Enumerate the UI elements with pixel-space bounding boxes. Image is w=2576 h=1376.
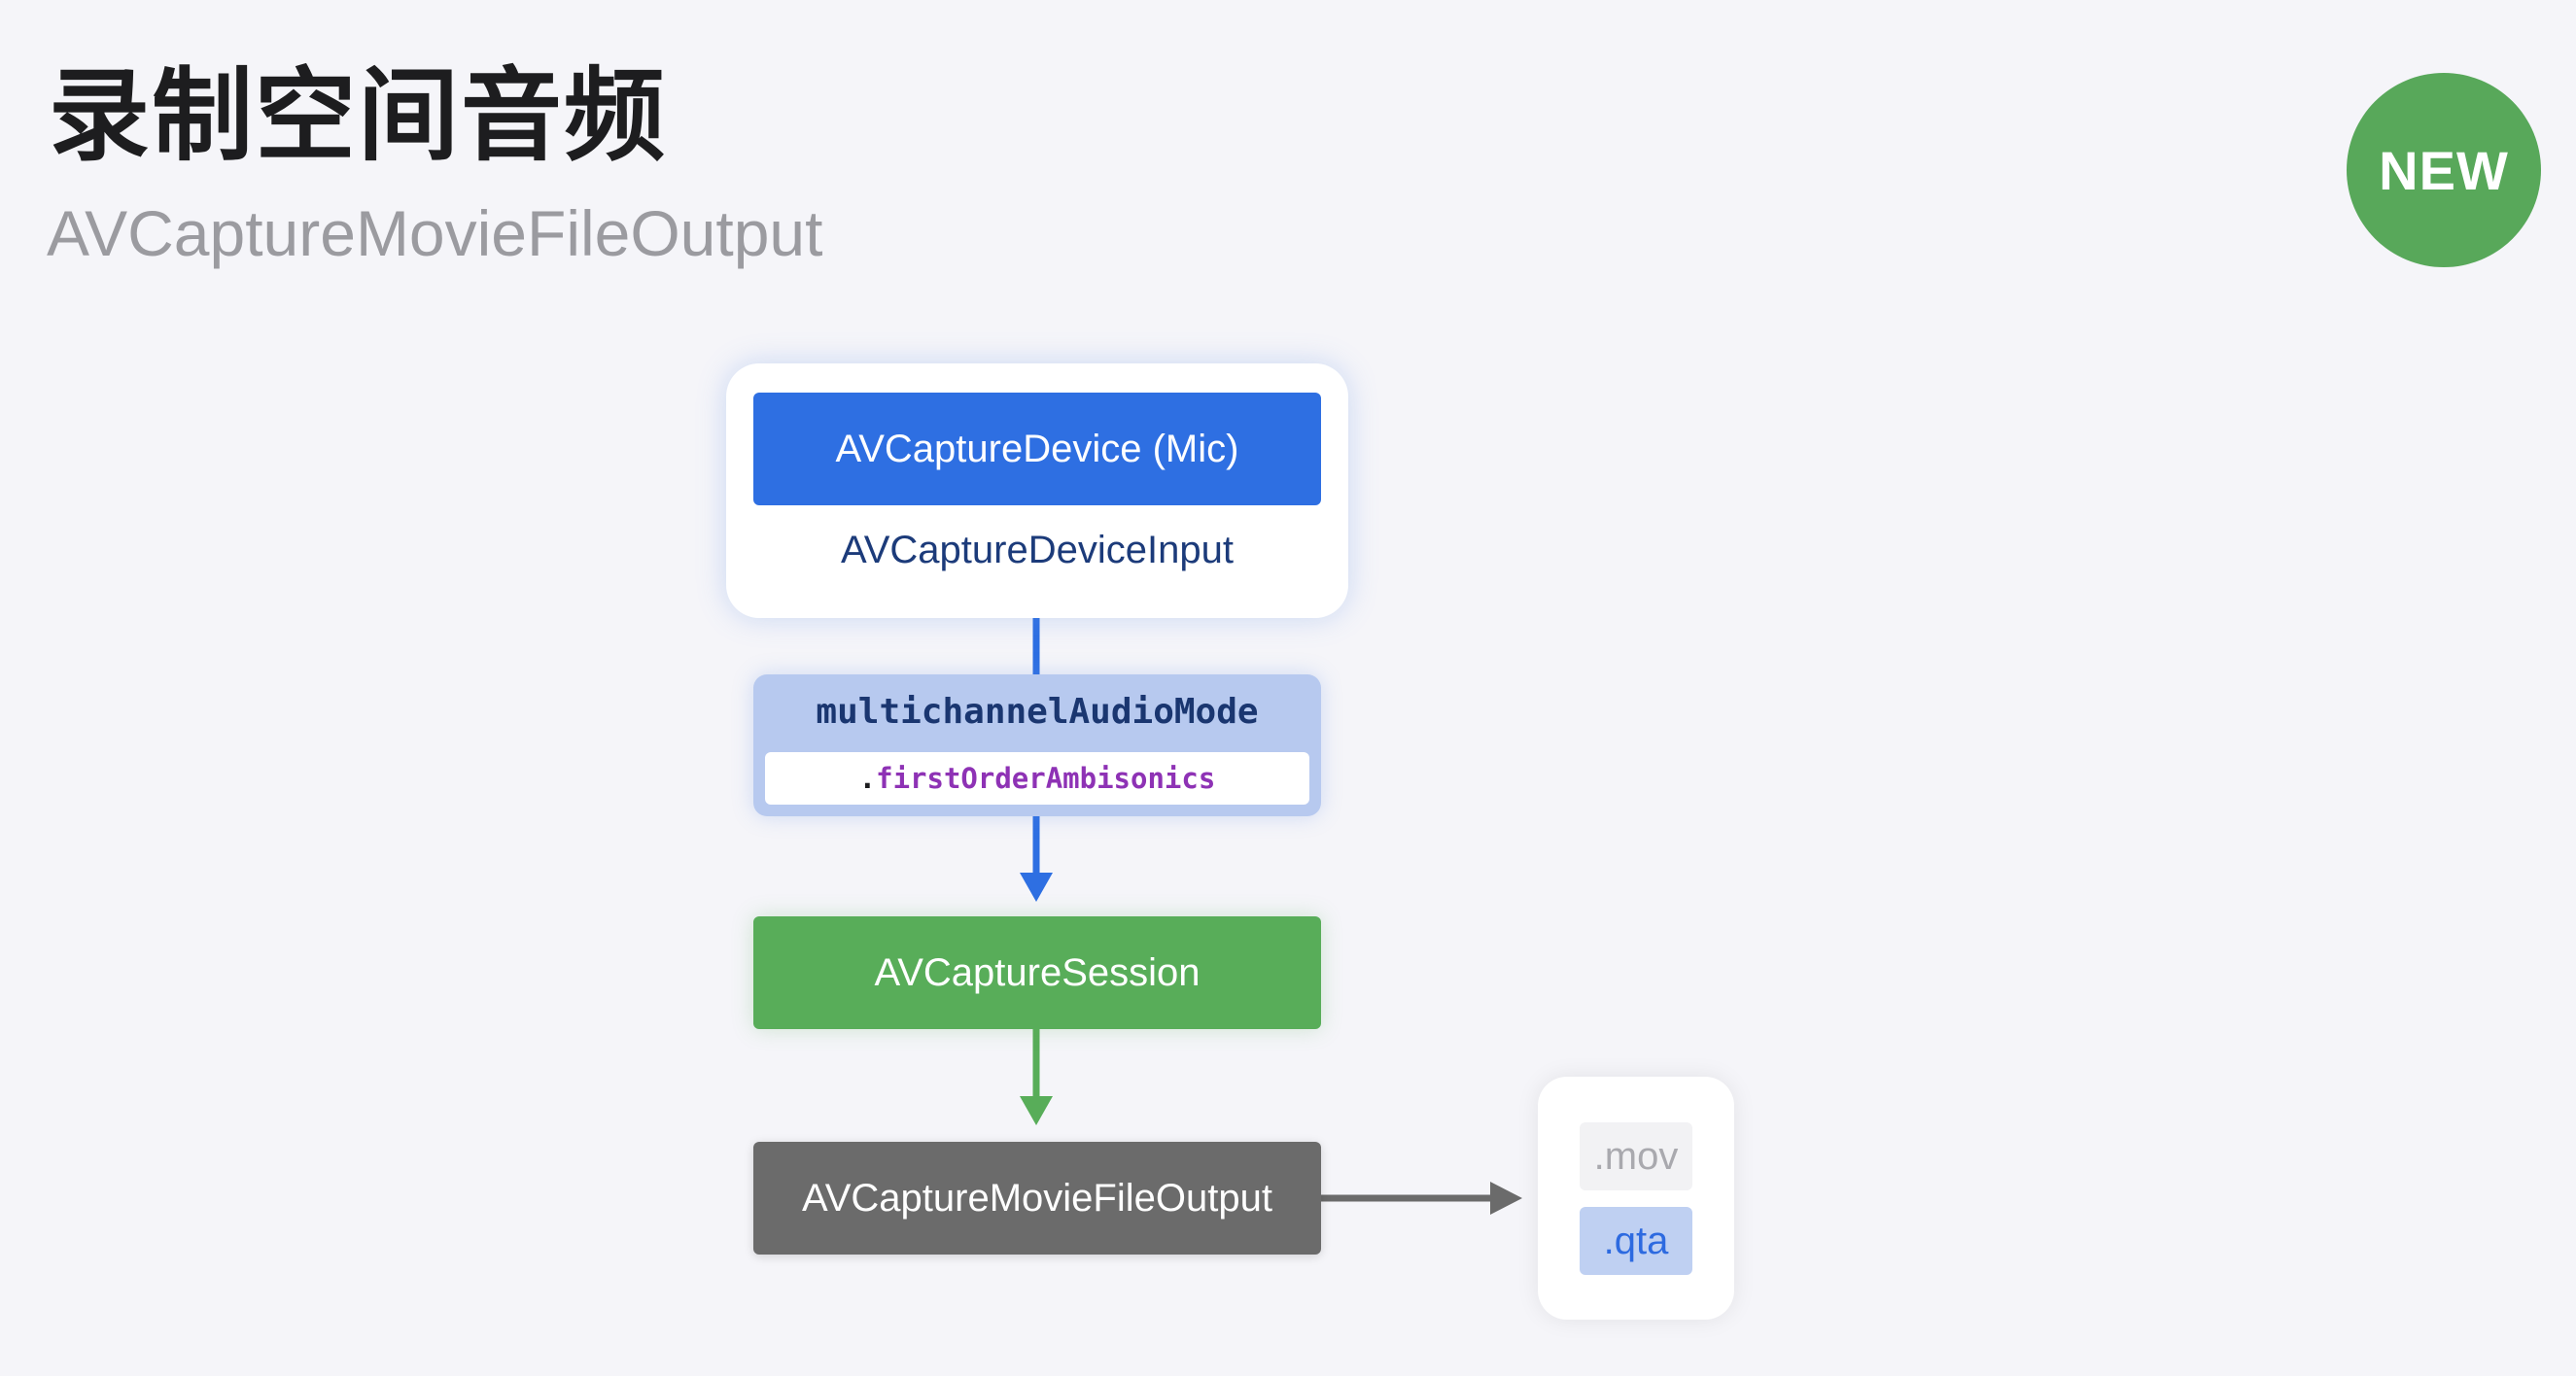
new-badge: NEW bbox=[2347, 73, 2541, 267]
file-formats-card: .mov .qta bbox=[1538, 1077, 1734, 1320]
page-subtitle: AVCaptureMovieFileOutput bbox=[47, 197, 823, 269]
device-input-label: AVCaptureDeviceInput bbox=[841, 529, 1234, 571]
audio-mode-property: multichannelAudioMode bbox=[816, 692, 1259, 732]
format-mov: .mov bbox=[1580, 1122, 1692, 1190]
audio-mode-value: .firstOrderAmbisonics bbox=[765, 752, 1309, 805]
page-title: 录制空间音频 bbox=[49, 56, 668, 175]
format-qta: .qta bbox=[1580, 1207, 1692, 1275]
audio-mode-value-prefix: . bbox=[858, 762, 877, 795]
arrowhead-output-to-formats bbox=[1490, 1182, 1522, 1215]
device-input-card: AVCaptureDevice (Mic) AVCaptureDeviceInp… bbox=[726, 363, 1348, 618]
movie-file-output-box: AVCaptureMovieFileOutput bbox=[753, 1142, 1321, 1255]
arrowhead-session-to-output bbox=[1020, 1096, 1053, 1125]
audio-mode-box: multichannelAudioMode .firstOrderAmbison… bbox=[753, 674, 1321, 816]
capture-device-box: AVCaptureDevice (Mic) bbox=[753, 393, 1321, 505]
arrowhead-mode-to-session bbox=[1020, 873, 1053, 902]
capture-session-box: AVCaptureSession bbox=[753, 916, 1321, 1029]
audio-mode-value-text: firstOrderAmbisonics bbox=[876, 762, 1216, 795]
